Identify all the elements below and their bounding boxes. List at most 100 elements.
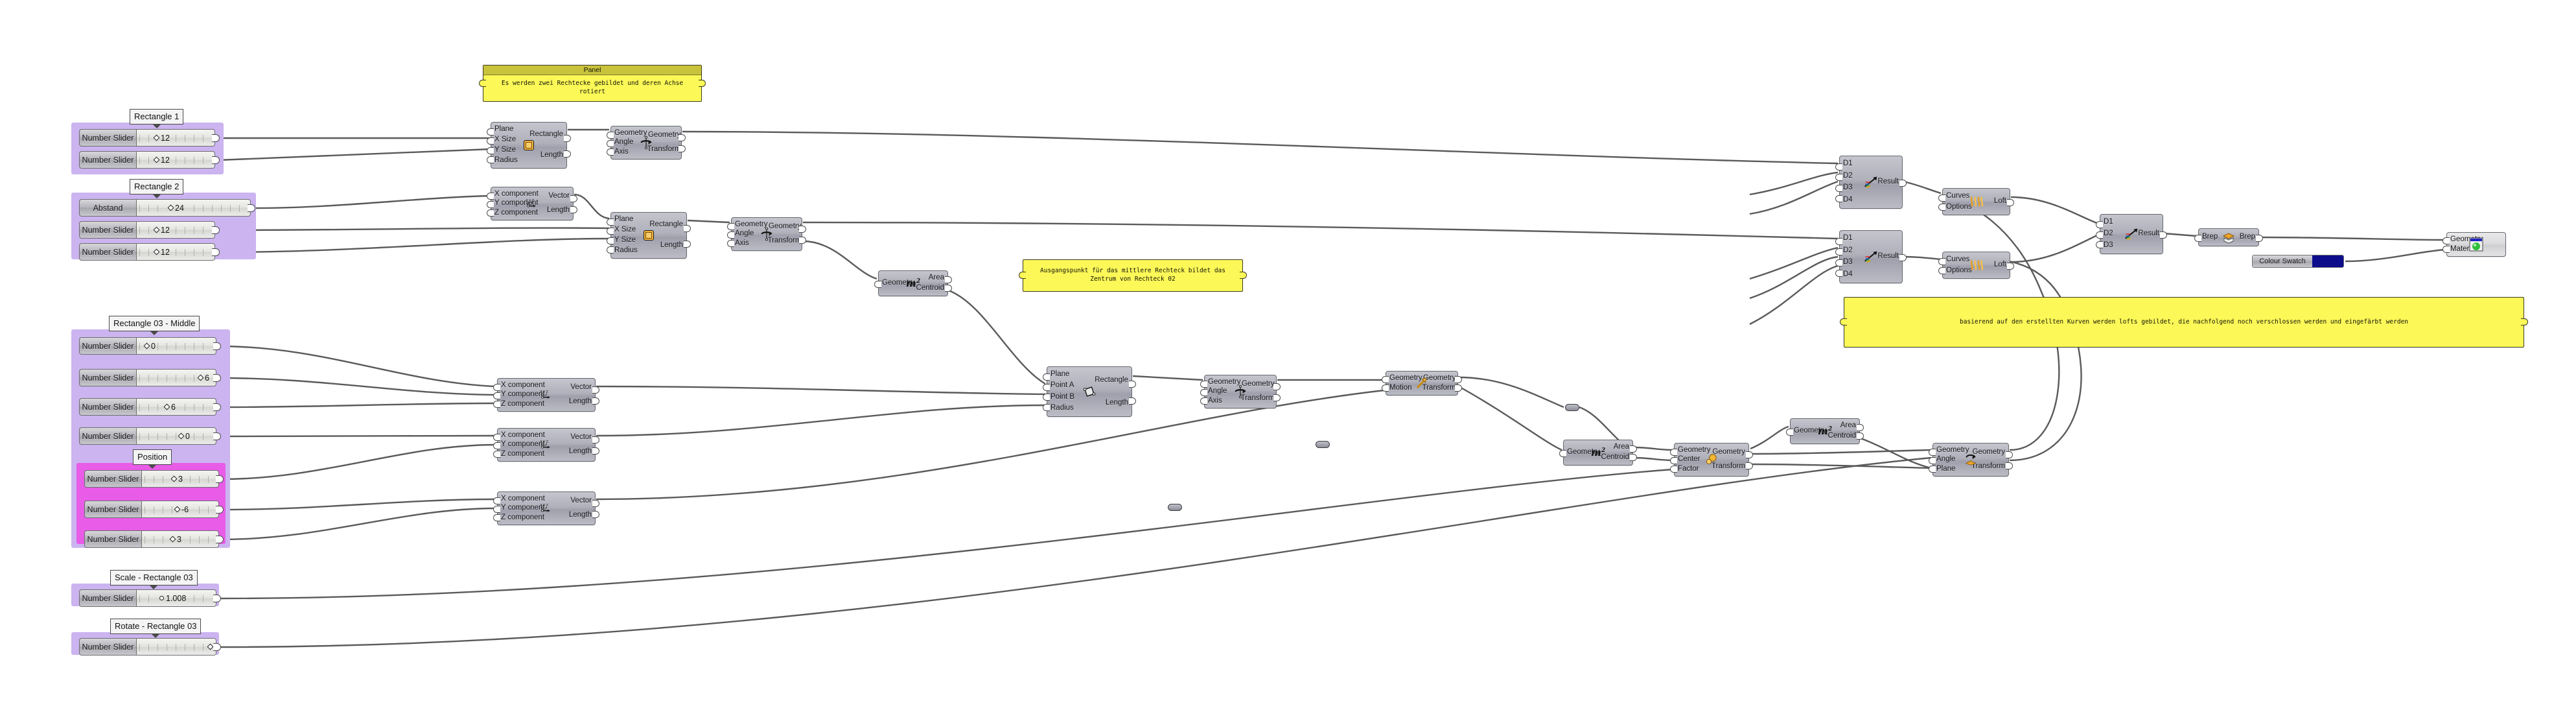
input-port[interactable]: [607, 246, 614, 254]
slider-handle-icon[interactable]: [197, 374, 204, 381]
output-port[interactable]: [2006, 451, 2013, 458]
slider-value-group[interactable]: 0: [143, 338, 157, 354]
panel-output-port[interactable]: [1240, 272, 1247, 279]
slider-output-port[interactable]: [213, 342, 221, 350]
input-port[interactable]: [1835, 270, 1842, 277]
slider-output-port[interactable]: [212, 156, 220, 164]
slider-track[interactable]: 12: [136, 151, 215, 169]
slider-output-port[interactable]: [213, 373, 221, 382]
slider-value-group[interactable]: 12: [152, 244, 172, 260]
output-port[interactable]: [1129, 381, 1136, 388]
output-port[interactable]: [1129, 397, 1136, 405]
output-port[interactable]: [564, 150, 571, 158]
slider-output-port[interactable]: [213, 594, 221, 602]
input-port[interactable]: [1835, 238, 1842, 245]
input-port[interactable]: [493, 506, 500, 513]
input-port[interactable]: [1382, 384, 1389, 392]
slider-track[interactable]: 12: [136, 243, 215, 261]
input-port[interactable]: [727, 231, 734, 239]
slider-name-label[interactable]: Number Slider: [79, 369, 136, 386]
input-port[interactable]: [1938, 258, 1945, 265]
slider-track[interactable]: 6: [136, 398, 216, 416]
number-slider-s-p-3[interactable]: Number Slider 3: [84, 530, 224, 548]
panel-input-port[interactable]: [1840, 318, 1847, 325]
panel-panel-mid[interactable]: Ausgangspunkt für das mittlere Rechteck …: [1019, 259, 1247, 292]
colour-swatch-preview[interactable]: [2312, 255, 2343, 267]
slider-track[interactable]: 1.008: [136, 589, 216, 607]
slider-name-label[interactable]: Number Slider: [79, 398, 136, 416]
input-port[interactable]: [493, 451, 500, 458]
input-port[interactable]: [1043, 394, 1050, 401]
input-port[interactable]: [1835, 259, 1842, 266]
slider-handle-icon[interactable]: [174, 506, 181, 513]
input-port[interactable]: [1835, 248, 1842, 255]
panel-input-port[interactable]: [1019, 272, 1026, 279]
output-port[interactable]: [1746, 451, 1753, 458]
slider-name-label[interactable]: Number Slider: [79, 221, 136, 239]
input-port[interactable]: [874, 281, 881, 288]
slider-name-label[interactable]: Number Slider: [79, 129, 136, 147]
slider-value-group[interactable]: 3: [168, 531, 183, 547]
output-port[interactable]: [2007, 263, 2014, 270]
input-port[interactable]: [2194, 235, 2201, 242]
output-port[interactable]: [570, 206, 577, 213]
output-port[interactable]: [1899, 254, 1907, 261]
input-port[interactable]: [487, 209, 494, 217]
slider-value-group[interactable]: 12: [152, 222, 172, 238]
input-port[interactable]: [1835, 174, 1842, 181]
slider-name-label[interactable]: Number Slider: [79, 243, 136, 261]
input-port[interactable]: [487, 137, 494, 145]
output-port[interactable]: [592, 447, 599, 455]
input-port[interactable]: [1200, 381, 1207, 388]
number-slider-s-m-1[interactable]: Number Slider 0: [79, 337, 221, 355]
slider-handle-icon[interactable]: [159, 596, 164, 600]
slider-handle-icon[interactable]: [207, 643, 214, 650]
slider-track[interactable]: 12: [136, 129, 215, 147]
output-port[interactable]: [564, 135, 571, 142]
slider-name-label[interactable]: Number Slider: [79, 151, 136, 169]
number-slider-s-r2-x[interactable]: Number Slider 12: [79, 221, 220, 239]
output-port[interactable]: [799, 226, 806, 233]
output-port[interactable]: [1630, 445, 1637, 453]
slider-value-group[interactable]: 0: [177, 428, 192, 444]
input-port[interactable]: [607, 237, 614, 244]
input-port[interactable]: [1200, 397, 1207, 405]
slider-value-group[interactable]: -6: [173, 501, 191, 517]
input-port[interactable]: [1929, 457, 1936, 464]
output-port[interactable]: [592, 500, 599, 507]
output-port[interactable]: [2006, 462, 2013, 469]
output-port[interactable]: [1630, 454, 1637, 461]
input-port[interactable]: [493, 392, 500, 399]
output-port[interactable]: [592, 397, 599, 405]
input-port[interactable]: [1670, 449, 1677, 456]
slider-output-port[interactable]: [248, 204, 255, 212]
slider-output-port[interactable]: [212, 226, 220, 234]
slider-value-group[interactable]: 3: [170, 471, 185, 487]
input-port[interactable]: [607, 148, 614, 156]
input-port[interactable]: [1938, 204, 1945, 211]
slider-track[interactable]: 3: [141, 470, 219, 488]
wire-relay-relay-1[interactable]: [1565, 404, 1579, 411]
input-port[interactable]: [2096, 231, 2103, 239]
input-port[interactable]: [1559, 450, 1566, 457]
slider-track[interactable]: 6: [136, 369, 216, 386]
wire-relay-relay-2[interactable]: [1316, 441, 1330, 448]
input-port[interactable]: [607, 219, 614, 226]
output-port[interactable]: [1857, 424, 1864, 431]
slider-name-label[interactable]: Number Slider: [79, 337, 136, 355]
slider-name-label[interactable]: Number Slider: [84, 530, 141, 548]
